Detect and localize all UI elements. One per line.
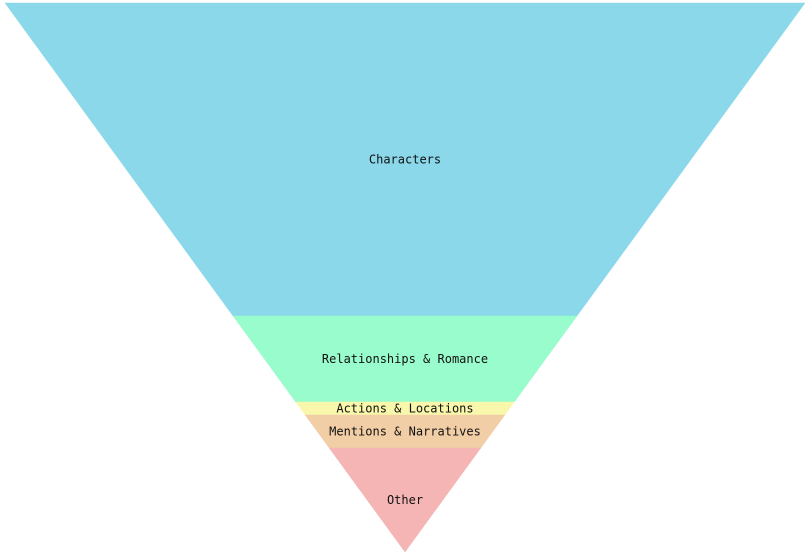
funnel-segment-label-0: Characters [369, 153, 441, 167]
funnel-segments [4, 2, 806, 553]
funnel-segment-label-2: Actions & Locations [336, 402, 473, 416]
funnel-segment-label-3: Mentions & Narratives [329, 425, 481, 439]
funnel-segment-label-1: Relationships & Romance [322, 352, 488, 366]
funnel-segment-4 [328, 447, 482, 553]
funnel-segment-label-4: Other [387, 493, 423, 507]
